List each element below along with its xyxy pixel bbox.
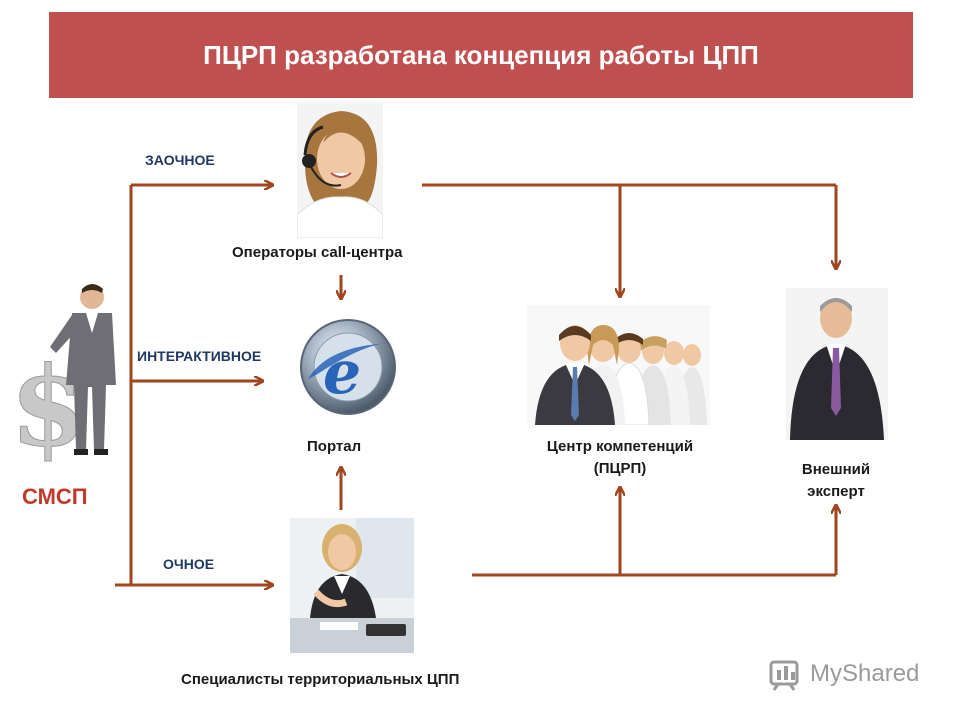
specialists-label: Специалисты территориальных ЦПП	[181, 671, 460, 688]
browser-e-globe-icon: e	[300, 319, 396, 415]
call-center-operator-photo	[297, 103, 383, 238]
channel-in-person-label: ОЧНОЕ	[163, 556, 215, 572]
external-expert-label-line2: эксперт	[807, 483, 865, 500]
businessman-dollar-photo: $	[10, 284, 116, 465]
competence-center-label-line1: Центр компетенций	[546, 438, 694, 455]
myshared-logo-icon	[769, 660, 799, 691]
competence-center-label-line2: (ПЦРП)	[593, 460, 647, 477]
header-banner: ПЦРП разработана концепция работы ЦПП	[49, 12, 913, 98]
call-center-label: Операторы call-центра	[232, 244, 403, 261]
portal-label: Портал	[307, 438, 362, 455]
office-specialist-photo	[290, 518, 414, 653]
expert-photo	[786, 288, 888, 440]
watermark-text: MyShared	[810, 660, 920, 687]
external-expert-label: Внешний эксперт	[776, 459, 896, 503]
page-title: ПЦРП разработана концепция работы ЦПП	[203, 39, 759, 70]
channel-interactive-label: ИНТЕРАКТИВНОЕ	[137, 348, 262, 364]
competence-center-label: Центр компетенций (ПЦРП)	[520, 436, 720, 480]
myshared-watermark: MyShared	[768, 656, 919, 692]
team-photo	[527, 305, 710, 425]
channel-remote-label: ЗАОЧНОЕ	[145, 152, 215, 168]
smsp-label: СМСП	[22, 484, 88, 509]
external-expert-label-line1: Внешний	[801, 461, 871, 478]
